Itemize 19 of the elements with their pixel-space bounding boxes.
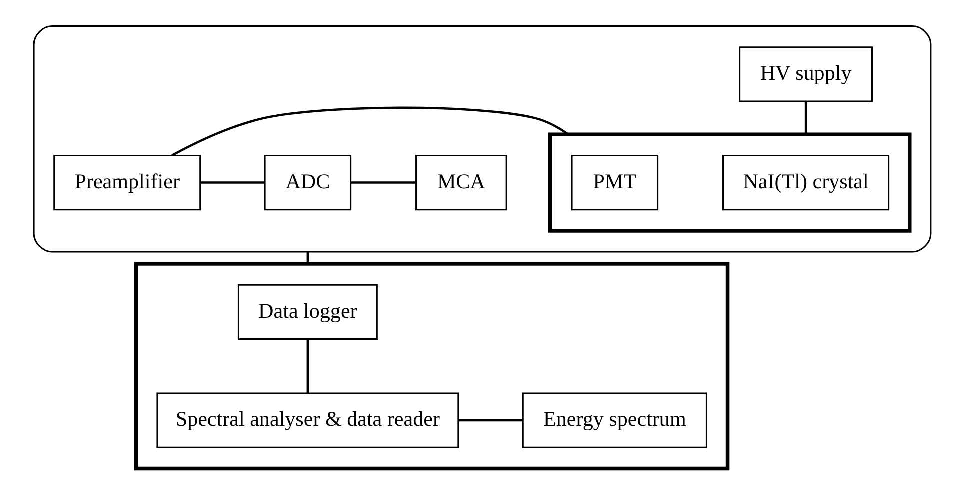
node-box: Preamplifier	[53, 154, 201, 211]
node-box: Energy spectrum	[522, 392, 707, 448]
node-box: HV supply	[738, 46, 872, 102]
connector	[804, 102, 807, 135]
node-box: ADC	[264, 154, 352, 211]
connector	[200, 182, 264, 184]
connector	[171, 106, 569, 157]
node-box: MCA	[415, 154, 507, 211]
node-box: Spectral analyser & data reader	[156, 392, 459, 448]
node-box: PMT	[570, 154, 658, 211]
cluster	[548, 132, 912, 233]
connector	[306, 252, 309, 264]
cluster	[32, 26, 932, 253]
node-box: Data logger	[237, 284, 378, 340]
cluster	[134, 262, 730, 471]
node-box: NaI(Tl) crystal	[722, 154, 890, 211]
connector	[306, 340, 309, 394]
connector	[350, 182, 416, 184]
connector	[458, 419, 522, 422]
